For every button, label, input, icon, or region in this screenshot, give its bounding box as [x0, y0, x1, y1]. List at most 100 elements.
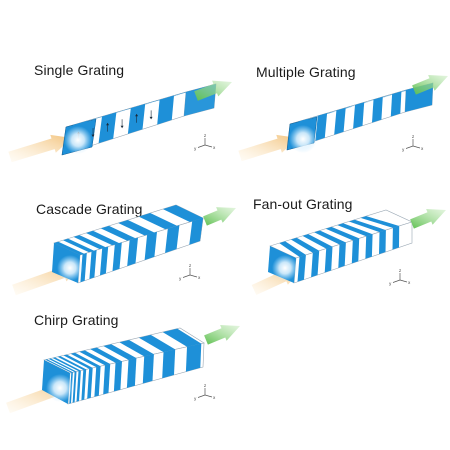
multiple-top-track0-domain-2 — [319, 111, 333, 116]
multiple-top-track0-domain-6 — [366, 98, 380, 102]
multiple-front-domain-5 — [390, 91, 402, 117]
multiple-front-domain-1 — [315, 113, 328, 141]
chirp-front-domain-2 — [76, 370, 81, 402]
single-axis-x — [204, 144, 213, 148]
chirp-front-domain-5 — [94, 366, 101, 397]
fanout-front-domain-3 — [338, 242, 346, 268]
chirp-input-glow — [46, 374, 74, 402]
multiple-output-beam — [412, 75, 448, 95]
chirp-axis-x-label: x — [213, 395, 216, 400]
fanout-top-domain-7 — [360, 216, 400, 228]
cascade-output-beam — [203, 207, 236, 226]
multiple-axis-x — [412, 145, 421, 149]
cascade-top-domain-7 — [162, 205, 203, 222]
cascade-front-domain-3 — [112, 242, 122, 272]
chirp-front-domain-10 — [162, 349, 176, 379]
cascade-top-domain-5 — [118, 220, 155, 236]
fanout-front-domain-0 — [297, 254, 306, 282]
multiple-top-track0-domain-1 — [308, 115, 322, 119]
multiple-top-track0-domain-8 — [389, 91, 403, 95]
fanout-axis-z-label: z — [399, 268, 401, 273]
fanout-front-domain-2 — [324, 246, 333, 273]
cascade-front-domain-7 — [189, 218, 203, 245]
fanout-front-domain-4 — [351, 238, 360, 264]
chirp-front-domain-1 — [72, 371, 77, 403]
chirp-axis-y-label: y — [194, 396, 197, 401]
multiple-top-track1-domain-5 — [383, 92, 399, 97]
multiple-top-track1-domain-4 — [368, 97, 384, 102]
chirp-axis-z-label: z — [204, 383, 206, 388]
cascade-front-domain-4 — [127, 237, 138, 267]
cascade-top-domain-4 — [100, 225, 136, 241]
chirp-top-domain-1 — [48, 358, 77, 372]
single-axis-x-label: x — [213, 145, 216, 150]
chirp-front-domain-4 — [87, 367, 93, 399]
fanout-axis-y-label: y — [389, 281, 392, 286]
chirp-top-domain-7 — [90, 347, 122, 363]
multiple-top-track1-domain-1 — [323, 110, 338, 115]
single-input-glow — [64, 126, 92, 154]
multiple-top-track2-domain-1 — [337, 106, 355, 111]
chirp-top-domain-2 — [52, 357, 81, 372]
fanout-top-domain-6 — [348, 219, 386, 233]
cascade-top-domain-2 — [73, 235, 106, 250]
chirp-front-domain-7 — [113, 361, 122, 392]
fanout-axis-y — [392, 279, 401, 283]
chirp-top-domain-10 — [138, 334, 176, 353]
cascade-top-domain-3 — [86, 230, 120, 246]
multiple-top-track0-domain-5 — [354, 101, 368, 106]
fanout-front-domain-1 — [311, 250, 320, 278]
fanout-top-domain-4 — [325, 226, 360, 241]
multiple-input-glow — [289, 125, 317, 153]
multiple-top-track0-domain-4 — [343, 104, 357, 109]
multiple-front-domain-2 — [334, 107, 346, 135]
multiple-input-beam — [238, 134, 298, 162]
single-axis-y — [197, 144, 206, 148]
chirp-axis-y — [197, 394, 206, 398]
multiple-front-domain-4 — [372, 96, 383, 123]
chirp-top-domain-11 — [162, 328, 202, 347]
multiple-top-track2-domain-0 — [319, 111, 336, 117]
fanout-front-domain-7 — [392, 226, 400, 250]
title-fanout-grating: Fan-out Grating — [253, 196, 353, 212]
chirp-top-domain-0 — [45, 359, 73, 373]
fanout-front-domain-6 — [379, 230, 386, 255]
chirp-front-domain-8 — [126, 358, 137, 388]
single-axis-z-label: z — [204, 133, 206, 138]
chirp-top-domain-9 — [119, 340, 154, 357]
cascade-axis-x-label: x — [198, 275, 201, 280]
single-input-beam — [8, 134, 72, 163]
chirp-front-domain-11 — [185, 343, 202, 372]
single-polarization-head-3 — [120, 125, 124, 129]
single-polarization-head-4 — [135, 113, 139, 117]
multiple-axis-z-label: z — [412, 134, 414, 139]
multiple-axis-y-label: y — [402, 147, 405, 152]
fanout-top-domain-3 — [314, 230, 346, 245]
fanout-top-domain-0 — [279, 241, 306, 257]
single-polarization-head-2 — [106, 122, 110, 126]
single-polarization-head-5 — [149, 116, 153, 120]
multiple-top-track2-domain-3 — [374, 95, 392, 100]
cascade-top-domain-1 — [63, 238, 95, 253]
multiple-top-track0-domain-7 — [377, 94, 391, 99]
multiple-front-domain-3 — [353, 102, 365, 129]
multiple-top-track1-domain-0 — [307, 115, 323, 120]
title-single-grating: Single Grating — [34, 62, 125, 78]
title-chirp-grating: Chirp Grating — [34, 312, 119, 328]
cascade-front-domain-2 — [100, 246, 109, 276]
multiple-axis-y — [405, 145, 414, 149]
fanout-top-domain-5 — [337, 223, 373, 237]
multiple-top-track1-domain-3 — [353, 101, 369, 106]
fanout-top-domain-2 — [302, 234, 333, 249]
cascade-axis-z-label: z — [189, 263, 191, 268]
multiple-axis-x-label: x — [421, 146, 424, 151]
fanout-axis-x-label: x — [408, 280, 411, 285]
chirp-top-domain-5 — [70, 352, 101, 368]
single-polarization-head-1 — [91, 134, 95, 138]
title-multiple-grating: Multiple Grating — [256, 64, 356, 80]
cascade-front-domain-1 — [89, 250, 97, 280]
chirp-front-domain-9 — [142, 354, 154, 384]
single-output-beam — [194, 80, 232, 101]
